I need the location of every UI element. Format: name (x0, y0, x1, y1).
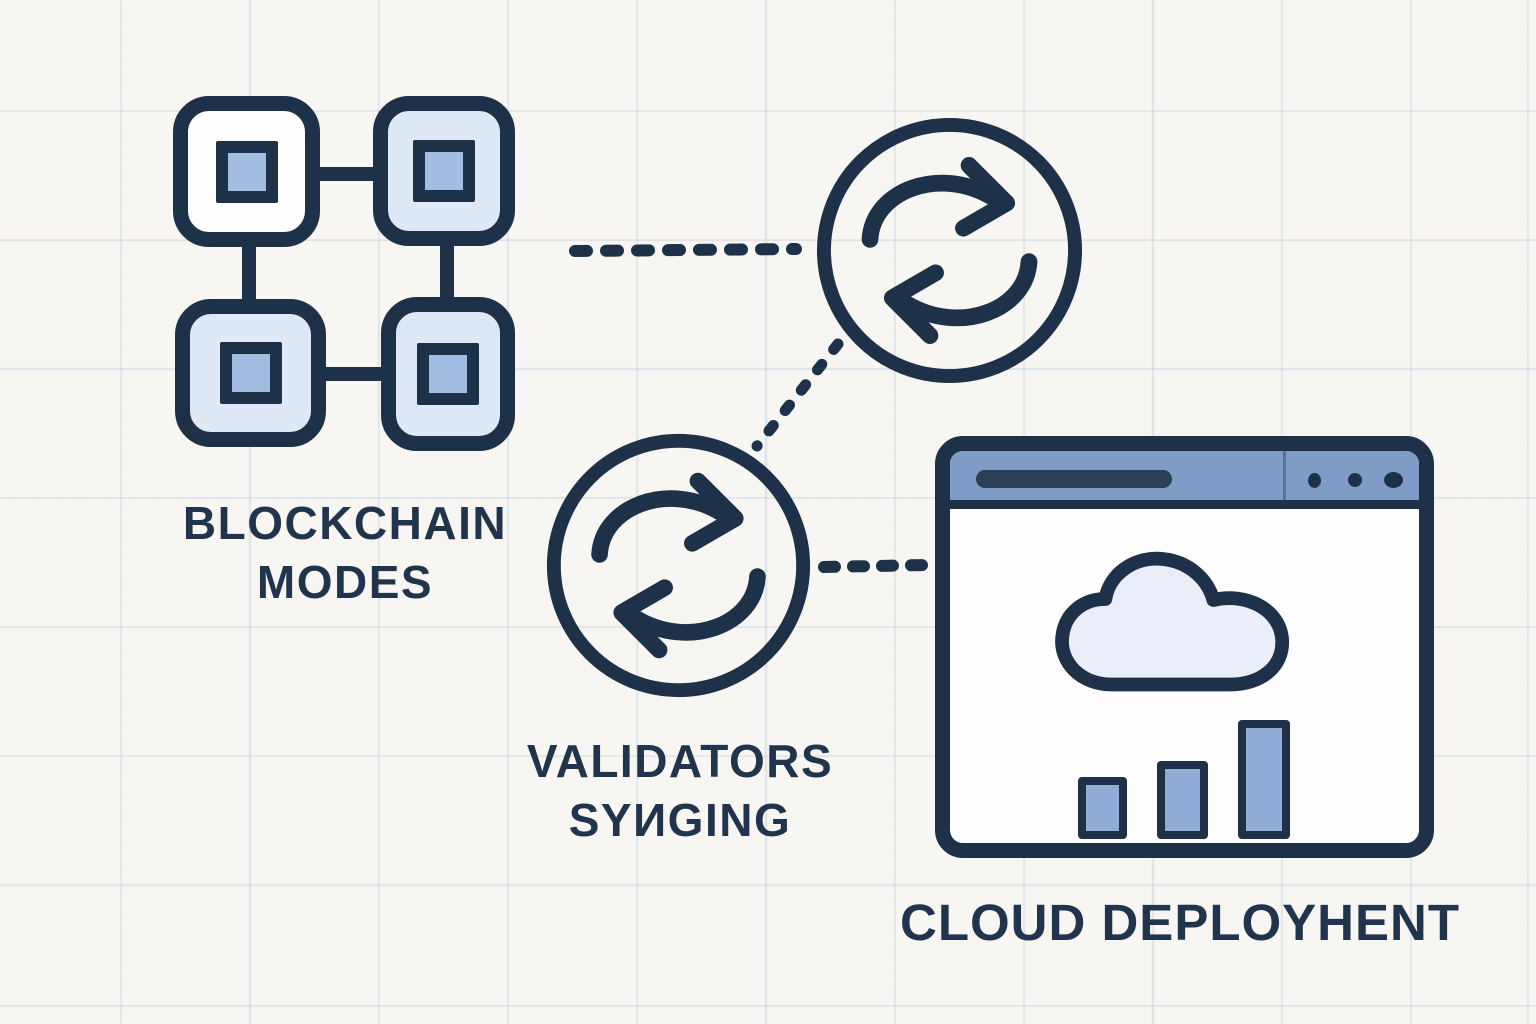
sync-icon-bottom (546, 433, 811, 698)
url-bar-icon (976, 470, 1172, 488)
dotted-line-sync-to-sync (751, 338, 844, 452)
node-core-icon (417, 343, 479, 405)
label-validators-syncing: VALIDATORS SYИGING (470, 732, 890, 850)
label-line: BLOCKCHAIN (182, 497, 508, 549)
label-line: SYИGING (568, 793, 792, 846)
node-square-bottom-right (381, 297, 515, 451)
node-core-icon (219, 342, 282, 404)
label-line: CLOUD DEPLOYHENT (899, 894, 1461, 951)
window-dot-icon (1348, 473, 1362, 487)
node-square-top-left (173, 96, 320, 247)
window-dot-icon (1384, 472, 1403, 488)
browser-window-icon (935, 436, 1434, 858)
chart-bar-tall (1238, 720, 1290, 839)
node-square-top-right (373, 96, 515, 246)
dotted-line-sync-to-browser (818, 559, 932, 573)
cloud-icon (1055, 551, 1289, 692)
node-core-icon (413, 140, 475, 202)
browser-titlebar (950, 451, 1419, 509)
titlebar-divider (1283, 451, 1286, 500)
label-line: VALIDATORS (526, 735, 834, 787)
sync-icon-top (816, 117, 1083, 384)
node-connector-left (242, 238, 256, 308)
label-blockchain-nodes: BLOCKCHAIN MODES (135, 494, 555, 612)
label-cloud-deployment: CLOUD DEPLOYHENT (850, 890, 1510, 955)
node-connector-bottom (312, 367, 392, 381)
node-connector-top (308, 167, 386, 181)
label-line: MODES (256, 555, 434, 608)
node-square-bottom-left (175, 299, 326, 447)
node-core-icon (215, 140, 278, 203)
node-connector-right (440, 238, 454, 308)
chart-bar-small (1078, 777, 1127, 839)
chart-bar-medium (1157, 761, 1208, 839)
dotted-line-nodes-to-sync (569, 243, 802, 257)
window-dot-icon (1308, 473, 1321, 488)
